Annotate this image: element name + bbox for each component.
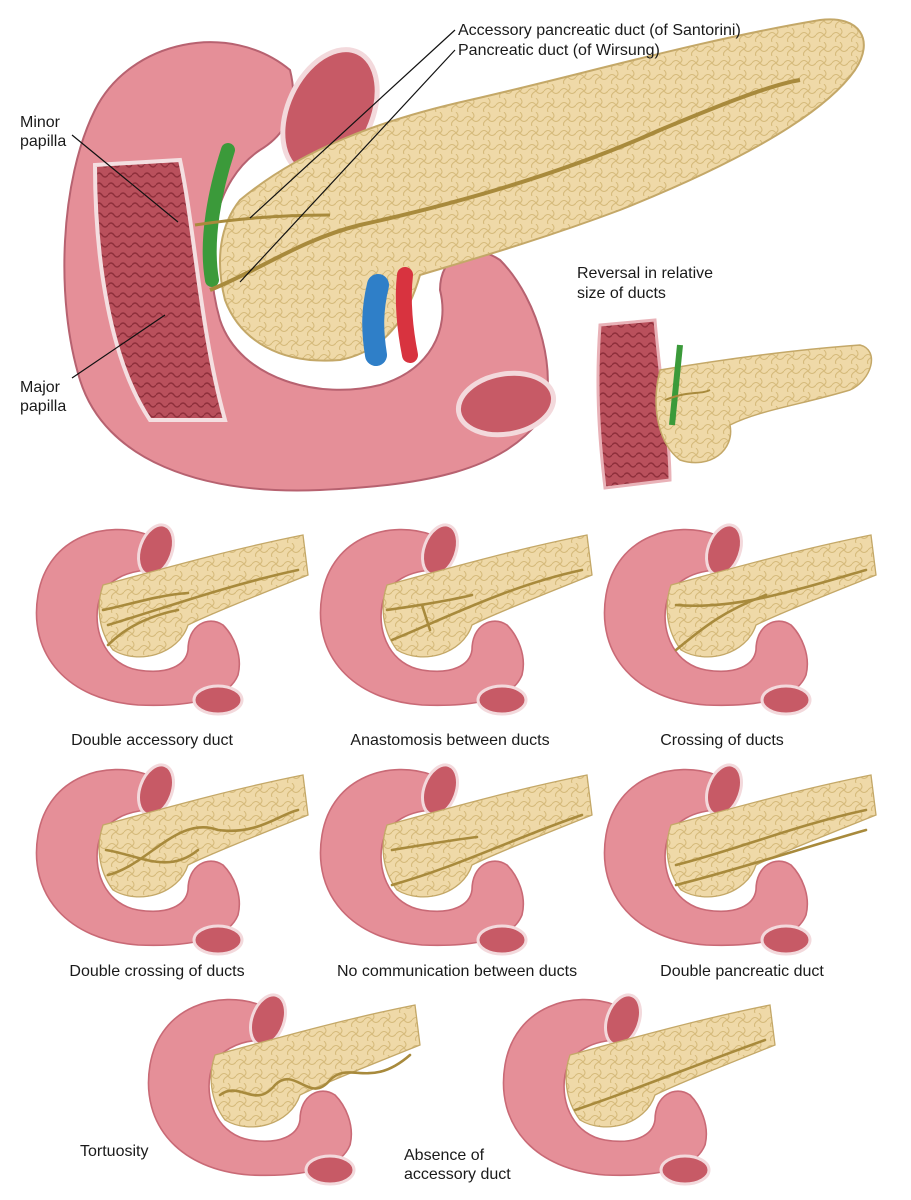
- label-major-papilla-line-2: papilla: [20, 398, 67, 415]
- caption-double-pancreatic-duct: Double pancreatic duct: [660, 963, 824, 980]
- variant-duodenum-double-crossing-of-ducts: [35, 768, 241, 947]
- caption-double-crossing-of-ducts: Double crossing of ducts: [69, 963, 245, 980]
- variant-absence-of-accessory-duct: [502, 993, 776, 1186]
- variant-duodenum-bottom-opening-tortuosity: [304, 1154, 356, 1186]
- variant-illustrations: [35, 523, 877, 1186]
- label-minor-papilla-line-1: Minor: [20, 114, 61, 131]
- label-minor-papilla-line-2: papilla: [20, 133, 67, 150]
- inset-pancreas: [655, 344, 873, 464]
- label-pancreatic-duct-wirsung: Pancreatic duct (of Wirsung): [458, 42, 660, 59]
- variant-pancreas-absence-of-accessory-duct: [565, 1004, 776, 1128]
- duodenum-opening-bottom: [455, 370, 557, 438]
- superior-mesenteric-artery: [395, 267, 418, 363]
- superior-mesenteric-vein: [362, 274, 389, 366]
- variant-duct-no-communication-between-ducts-1: [390, 813, 584, 887]
- variant-duct-no-communication-between-ducts-2: [390, 835, 479, 852]
- caption-absence-of-accessory-duct-line-1: Absence of: [404, 1147, 485, 1164]
- duodenal-mucosa: [92, 157, 228, 422]
- variant-duodenum-bottom-opening-crossing-of-ducts: [760, 684, 812, 716]
- variant-duct-crossing-of-ducts-2: [674, 593, 768, 652]
- variant-duodenum-bottom-opening-double-crossing-of-ducts: [192, 924, 244, 956]
- variant-no-communication-between-ducts: [319, 763, 593, 956]
- variant-double-accessory-duct: [35, 523, 309, 716]
- variant-duodenum-bottom-opening-anastomosis-between-ducts: [476, 684, 528, 716]
- pancreatic-duct-wirsung: [209, 78, 801, 292]
- variant-double-pancreatic-duct: [603, 763, 877, 956]
- variant-duct-double-pancreatic-duct-1: [674, 808, 868, 867]
- variant-duct-tortuosity-1: [218, 1053, 412, 1097]
- variant-tortuosity: [147, 993, 421, 1186]
- variant-duodenum-anastomosis-between-ducts: [319, 528, 525, 707]
- variant-duct-double-accessory-duct-1: [106, 568, 300, 627]
- variant-duodenum-no-communication-between-ducts: [319, 768, 525, 947]
- variant-duct-anastomosis-between-ducts-1: [390, 568, 584, 642]
- accessory-duct-santorini: [194, 213, 331, 227]
- inset-bile-duct: [669, 344, 683, 426]
- variant-duodenum-bottom-opening-absence-of-accessory-duct: [659, 1154, 711, 1186]
- label-reversal-line-2: size of ducts: [577, 285, 666, 302]
- inset-duct: [664, 389, 711, 401]
- caption-absence-of-accessory-duct-line-2: accessory duct: [404, 1166, 511, 1183]
- caption-no-communication-between-ducts: No communication between ducts: [336, 963, 578, 980]
- label-accessory-duct-santorini: Accessory pancreatic duct (of Santorini): [458, 22, 741, 39]
- variant-duct-anastomosis-between-ducts-2: [385, 593, 474, 612]
- variant-duodenum-double-accessory-duct: [35, 528, 241, 707]
- reversal-inset-illustration: [596, 318, 873, 490]
- variant-duct-double-crossing-of-ducts-1: [106, 808, 300, 877]
- variant-pancreas-anastomosis-between-ducts: [382, 534, 593, 658]
- variant-duodenum-absence-of-accessory-duct: [502, 998, 708, 1177]
- variant-duct-double-accessory-duct-2: [101, 591, 190, 612]
- variant-duct-double-crossing-of-ducts-2: [104, 848, 200, 864]
- variant-duodenum-crossing-of-ducts: [603, 528, 809, 707]
- variant-duodenum-double-pancreatic-duct: [603, 768, 809, 947]
- caption-double-accessory-duct: Double accessory duct: [71, 732, 233, 749]
- caption-tortuosity: Tortuosity: [80, 1143, 149, 1160]
- variant-duct-absence-of-accessory-duct-1: [573, 1038, 767, 1112]
- variant-duodenum-bottom-opening-no-communication-between-ducts: [476, 924, 528, 956]
- common-bile-duct: [202, 143, 235, 287]
- variant-anastomosis-between-ducts: [319, 523, 593, 716]
- variant-duct-anastomosis-between-ducts-3: [420, 603, 432, 632]
- main-illustration: [63, 18, 865, 492]
- variant-duodenum-bottom-opening-double-accessory-duct: [192, 684, 244, 716]
- label-reversal-line-1: Reversal in relative: [577, 265, 714, 282]
- variant-duodenum-bottom-opening-double-pancreatic-duct: [760, 924, 812, 956]
- label-major-papilla-line-1: Major: [20, 379, 61, 396]
- variant-pancreas-double-crossing-of-ducts: [98, 774, 309, 898]
- variant-duct-double-accessory-duct-3: [106, 608, 180, 647]
- caption-crossing-of-ducts: Crossing of ducts: [660, 732, 784, 749]
- variant-duct-double-pancreatic-duct-2: [674, 828, 868, 887]
- variant-double-crossing-of-ducts: [35, 763, 309, 956]
- variant-pancreas-tortuosity: [210, 1004, 421, 1128]
- variant-crossing-of-ducts: [603, 523, 877, 716]
- variant-duodenum-tortuosity: [147, 998, 353, 1177]
- caption-anastomosis-between-ducts: Anastomosis between ducts: [350, 732, 550, 749]
- inset-duodenum-strip: [596, 318, 672, 490]
- variant-duct-crossing-of-ducts-1: [674, 568, 868, 608]
- leader-lines: [71, 29, 456, 379]
